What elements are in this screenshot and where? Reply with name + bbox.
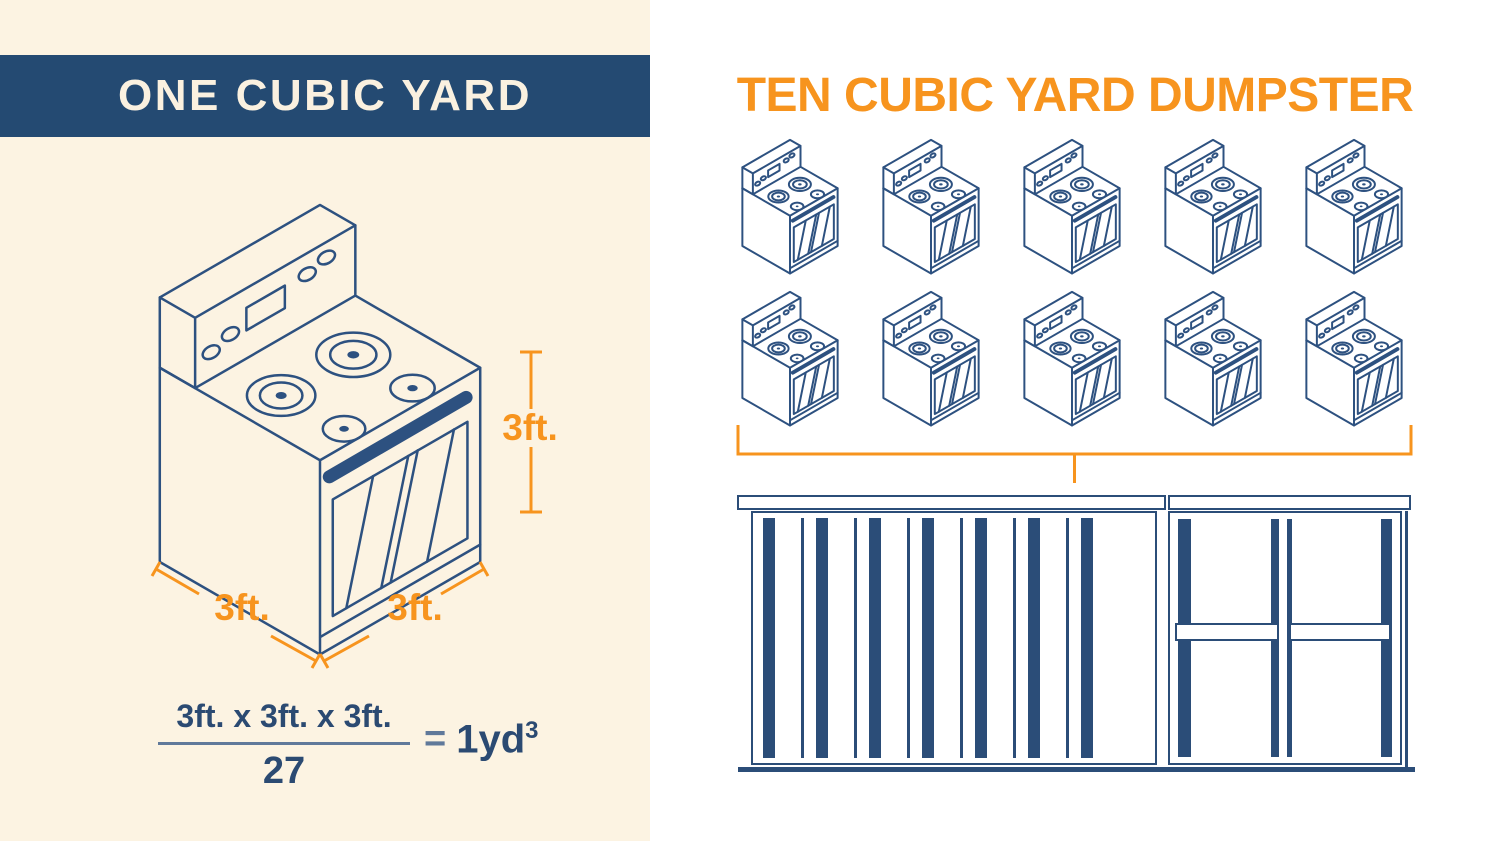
dumpster-body-right: [1168, 511, 1402, 765]
ground-line: [738, 767, 1415, 772]
one-cubic-yard-panel: ONE CUBIC YARD 3ft. 3ft. 3ft. 3ft. x 3ft…: [0, 0, 650, 841]
stove-icon: [1163, 289, 1263, 428]
equals-sign: =: [424, 718, 447, 760]
dumpster-side-view: [734, 492, 1418, 782]
stove-icon: [1304, 137, 1404, 276]
stove-icon: [740, 137, 840, 276]
dumpster-body-left: [751, 511, 1157, 765]
formula-denominator: 27: [262, 750, 306, 792]
formula-fraction: 3ft. x 3ft. x 3ft. 27: [158, 694, 410, 793]
fraction-bar: [158, 742, 410, 745]
dumpster-top-rail-left: [737, 495, 1166, 510]
stove-icon: [1304, 289, 1404, 428]
cubic-yard-formula: 3ft. x 3ft. x 3ft. 27 = 1yd3: [158, 694, 539, 793]
one-cubic-yard-banner: ONE CUBIC YARD: [0, 55, 650, 137]
stove-icon: [881, 289, 981, 428]
width-dimension-label: 3ft.: [214, 587, 270, 628]
result-exponent: 3: [525, 716, 539, 744]
result-base: 1yd: [456, 717, 526, 762]
grouping-bracket: [736, 425, 1413, 483]
formula-result: 1yd3: [456, 717, 538, 762]
dumpster-top-rail-right: [1168, 495, 1411, 510]
right-panel-title: TEN CUBIC YARD DUMPSTER: [736, 69, 1414, 122]
height-dimension-label: 3ft.: [502, 407, 558, 448]
dumpster-outer-wall-edge: [1405, 511, 1408, 767]
stove-icon: [1022, 137, 1122, 276]
left-panel-title: ONE CUBIC YARD: [118, 71, 532, 120]
stove-icon: [1022, 289, 1122, 428]
dumpster-crossbar: [1289, 623, 1391, 641]
dumpster-wall-ribs: [763, 518, 1107, 758]
formula-numerator: 3ft. x 3ft. x 3ft.: [176, 698, 392, 734]
stove-icon: [740, 289, 840, 428]
stove-icon: [1163, 137, 1263, 276]
stove-icon: [881, 137, 981, 276]
dumpster-crossbar: [1175, 623, 1279, 641]
depth-dimension-label: 3ft.: [387, 587, 443, 628]
